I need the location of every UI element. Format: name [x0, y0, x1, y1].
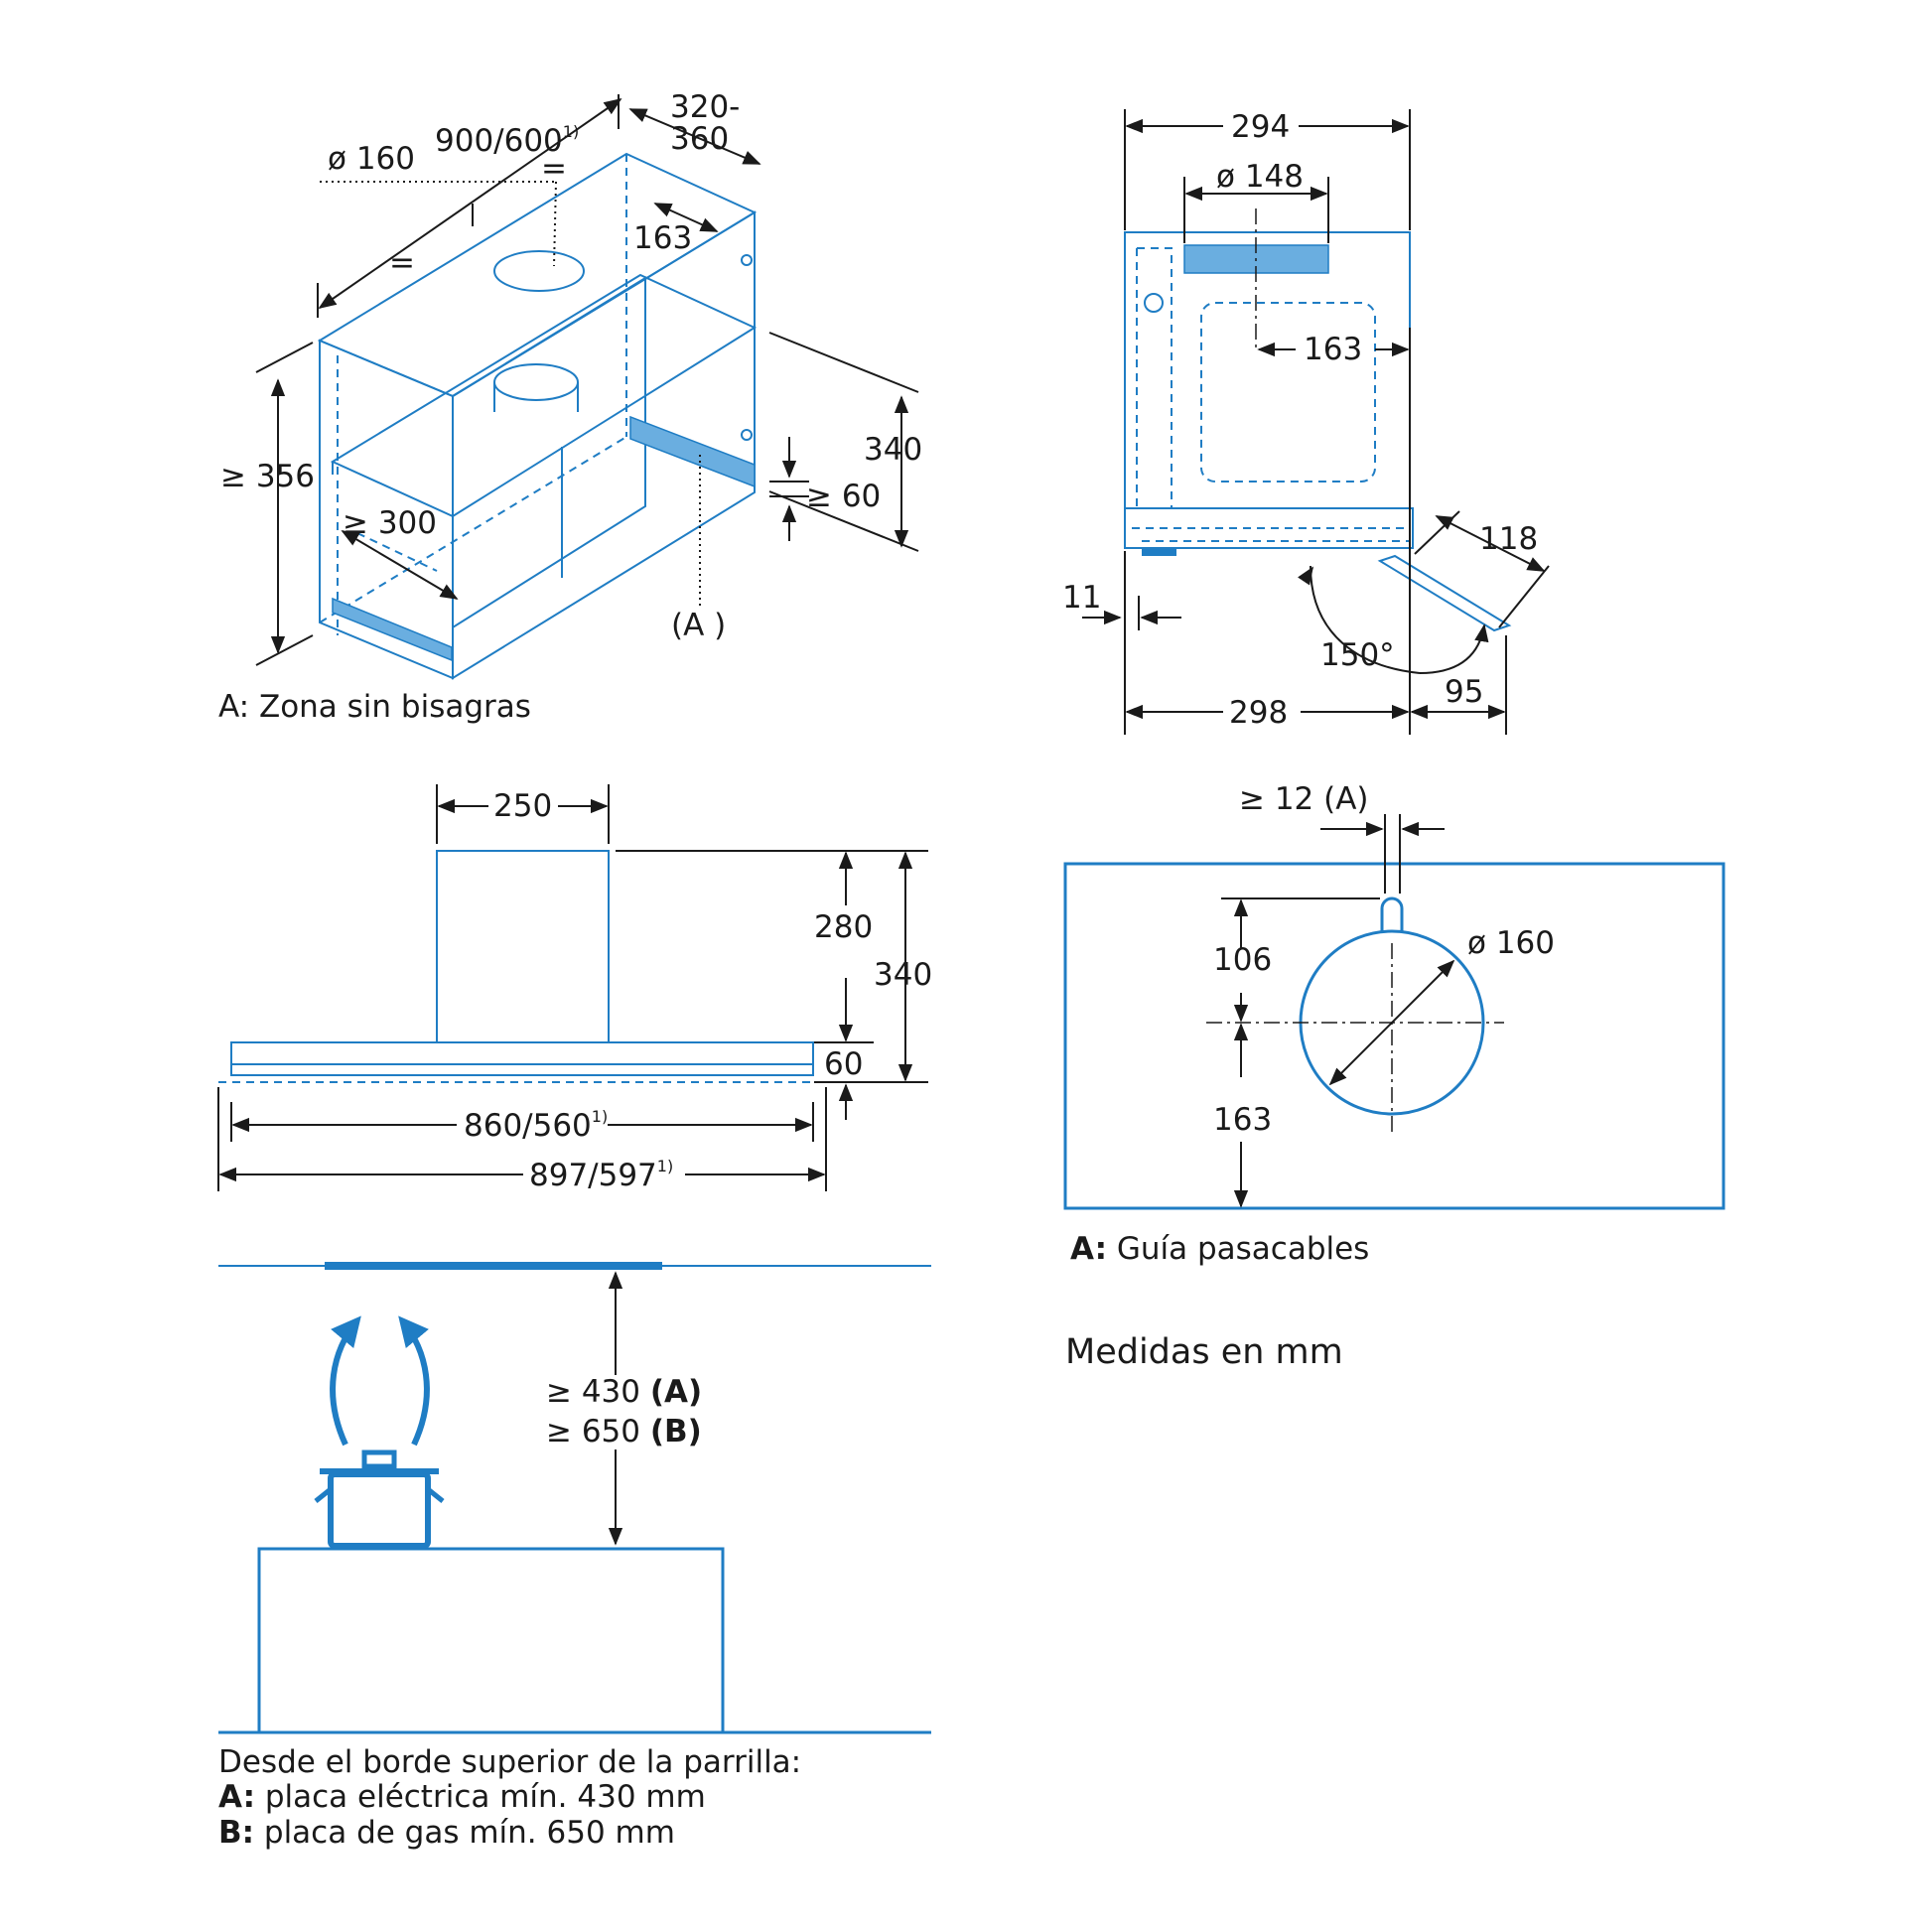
airflow-arrow-icon: [330, 1315, 430, 1447]
cutout-view: ≥ 12 (A) 106 ø 160 163 A: Guía pasacable…: [1063, 781, 1725, 1267]
installation-outline: [218, 1262, 931, 1734]
cutout-outline: [1063, 862, 1725, 1210]
total-height-label: 340: [874, 957, 932, 993]
duct-offset-label: 163: [633, 220, 692, 256]
chimney-width-label: 250: [493, 788, 552, 824]
top-width-label: 294: [1231, 109, 1290, 145]
cutout-caption: A: Guía pasacables: [1070, 1231, 1369, 1267]
bottom-width-label: 298: [1229, 695, 1288, 731]
left-gap-label: 11: [1062, 580, 1101, 616]
side-view-dimension-lines: [1082, 109, 1550, 735]
inner-depth-label: ≥ 300: [343, 505, 437, 541]
installation-view: ≥ 430 (A) ≥ 650 (B) Desde el borde super…: [218, 1262, 931, 1851]
cabinet-height-label: 340: [864, 432, 922, 468]
cutout-diameter-label: ø 160: [1467, 925, 1555, 961]
duct-offset-label: 163: [1304, 332, 1362, 367]
panel-angle-label: 150°: [1320, 637, 1395, 673]
min-height-label: ≥ 356: [220, 459, 315, 494]
side-view: 294 ø 148 163 118 11 150° 298 95: [1062, 109, 1550, 735]
side-view-outline: [1124, 231, 1512, 632]
inner-width-label: 860/5601): [464, 1107, 608, 1144]
hinge-free-marker: (A ): [671, 608, 726, 643]
panel-length-label: 118: [1479, 521, 1538, 557]
cabinet-isometric-view: ø 160 900/6001) = = 320- 360 163 ≥ 356 ≥…: [218, 89, 922, 725]
cooking-pot-icon: [314, 1449, 445, 1549]
cabinet-width-label: 900/6001): [435, 122, 579, 159]
equal-spacing-mark-top: =: [541, 151, 567, 187]
body-height-label: 60: [824, 1046, 863, 1082]
units-note: Medidas en mm: [1065, 1332, 1343, 1372]
duct-diameter-label: ø 160: [328, 141, 415, 177]
installation-note-b: B: placa de gas mín. 650 mm: [218, 1815, 675, 1851]
front-view-dimension-lines: [217, 784, 928, 1191]
gas-clearance-label: ≥ 650 (B): [546, 1414, 702, 1449]
duct-diameter-label: ø 148: [1216, 159, 1304, 195]
cable-slot-label: ≥ 12 (A): [1239, 781, 1369, 817]
bottom-clearance-label: ≥ 60: [806, 479, 881, 514]
installation-note-title: Desde el borde superior de la parrilla:: [218, 1744, 801, 1780]
cabinet-depth-label-a: 320-: [670, 89, 740, 125]
front-view-outline: [218, 850, 824, 1083]
extension-label: 95: [1445, 674, 1483, 710]
cabinet-dimension-lines: [255, 94, 919, 666]
cabinet-caption: A: Zona sin bisagras: [218, 689, 531, 725]
front-view: 250 280 340 60 860/5601) 897/5971): [217, 784, 932, 1193]
cabinet-depth-label-b: 360: [670, 121, 729, 157]
chimney-height-label: 280: [814, 909, 873, 945]
upper-offset-label: 106: [1213, 942, 1272, 978]
cutout-dimension-lines: [1206, 814, 1504, 1208]
lower-offset-label: 163: [1213, 1102, 1272, 1138]
outer-width-label: 897/5971): [529, 1157, 673, 1193]
electric-clearance-label: ≥ 430 (A): [546, 1374, 702, 1410]
equal-spacing-mark-left: =: [389, 245, 415, 281]
installation-note-a: A: placa eléctrica mín. 430 mm: [218, 1779, 706, 1815]
